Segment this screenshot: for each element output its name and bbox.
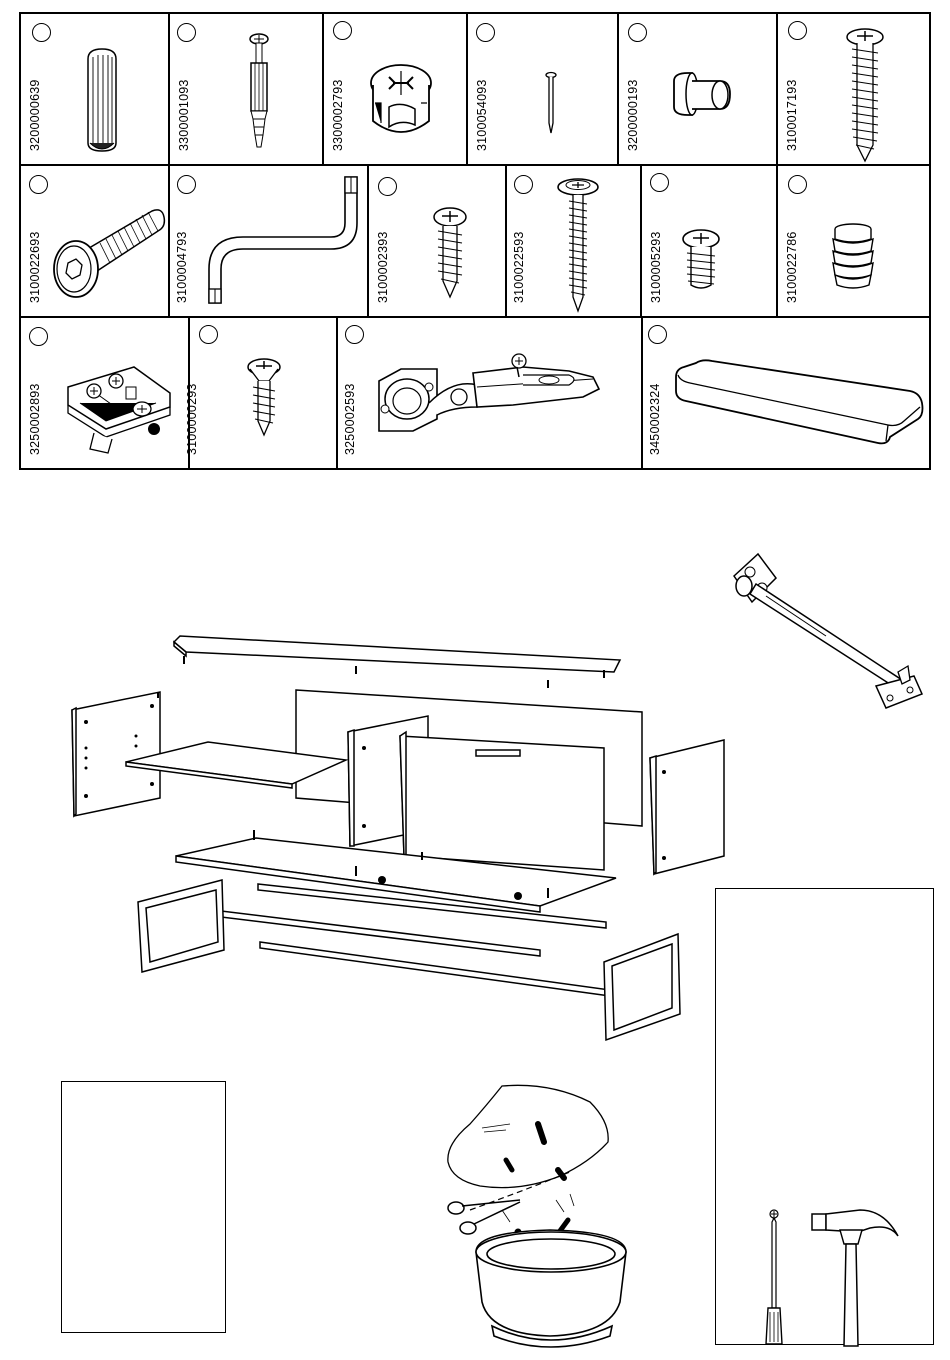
quantity-circle [628,23,647,42]
part-code: 3200000639 [28,79,42,151]
part-code: 3250002893 [28,383,42,455]
part-code: 3250002593 [343,383,357,455]
part-cell: 3100002393 [368,165,505,316]
cabinet-hinge-icon [373,349,603,439]
quantity-circle [345,325,364,344]
part-cell: 3100054093 [467,13,617,164]
flap-stay-icon [726,548,926,718]
part-cell: 3100017193 [777,13,930,164]
part-code: 3100004793 [175,231,189,303]
part-cell: 3200000639 [20,13,168,164]
part-code: 3100022593 [512,231,526,303]
quantity-circle [788,175,807,194]
quantity-circle [177,23,196,42]
part-cell: 3100000293 [189,317,336,468]
part-code: 3300001093 [177,79,191,151]
right-side-panel [650,740,724,874]
quantity-circle [650,173,669,192]
quantity-circle [476,23,495,42]
part-code: 3100022786 [785,231,799,303]
euro-screw-icon [679,229,723,291]
part-code: 3200000193 [626,79,640,151]
connector-bolt-icon [48,197,166,309]
foam-pad-icon [672,355,926,451]
plastic-insert-icon [829,223,877,291]
long-wood-screw-icon [843,27,887,163]
part-cell: 3100005293 [641,165,776,316]
part-cell: 3100022786 [777,165,930,316]
bowl-icon [476,1230,626,1347]
part-code: 3450002324 [648,383,662,455]
quantity-circle [378,177,397,196]
hammer-icon [810,1206,906,1348]
cam-bolt-icon [241,31,277,155]
part-code: 3100005293 [649,231,663,303]
quantity-circle [177,175,196,194]
quantity-circle [199,325,218,344]
top-panel [174,636,620,672]
part-cell: 3300002793 [323,13,466,164]
quantity-circle [788,21,807,40]
quantity-circle [29,175,48,194]
part-code: 3100022693 [28,231,42,303]
countersunk-screw-icon [245,357,283,437]
part-cell: 3250002893 [20,317,188,468]
part-cell: 3300001093 [169,13,322,164]
allen-key-icon [197,173,363,311]
quantity-circle [29,327,48,346]
nail-icon [543,71,559,135]
door-handle [476,750,520,756]
part-cell: 3100004793 [169,165,367,316]
part-code: 3100000293 [185,383,199,455]
part-code: 3100017193 [785,79,799,151]
note-box-left [61,1081,226,1333]
parts-table: 3200000639 3300001093 3300002793 [0,0,950,480]
quantity-circle [32,23,51,42]
part-code: 3300002793 [331,79,345,151]
shelf-pin-icon [668,71,738,127]
quantity-circle [648,325,667,344]
part-code: 3100054093 [475,79,489,151]
wooden-dowel-icon [82,45,122,155]
washer-head-screw-icon [556,177,600,313]
part-cell: 3200000193 [618,13,776,164]
cam-lock-icon [365,63,437,145]
quantity-circle [514,175,533,194]
part-cell: 3100022593 [506,165,640,316]
unpack-parts-illustration [440,1082,640,1354]
part-cell: 3100022693 [20,165,168,316]
screwdriver-icon [760,1208,788,1348]
part-cell: 3250002593 [337,317,641,468]
table-border-bottom [19,468,931,470]
part-cell: 3450002324 [642,317,930,468]
bottom-rail [260,942,610,996]
hardware-bag-icon [448,1085,608,1187]
quantity-circle [333,21,352,40]
part-code: 3100002393 [376,231,390,303]
mounting-plate-icon [60,359,178,455]
wood-screw-icon [430,207,470,299]
